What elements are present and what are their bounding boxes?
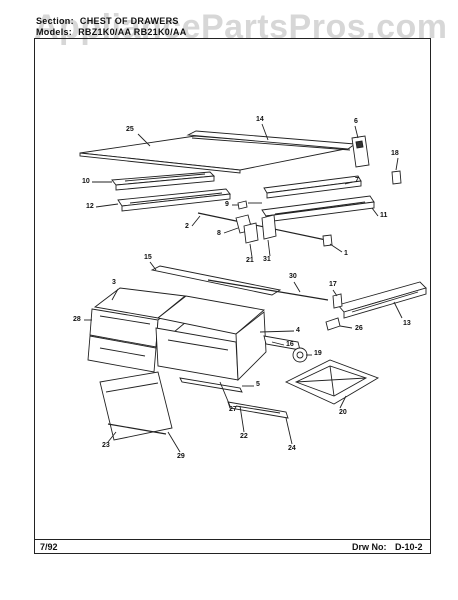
bracket-26 — [325, 317, 341, 331]
callout-26: 26 — [355, 325, 363, 332]
center-bracket-31 — [261, 214, 277, 240]
watermark: AppliancePartsPros.com — [34, 8, 448, 46]
left-drawer-lower — [87, 335, 157, 373]
callout-19: 19 — [314, 350, 322, 357]
callout-20: 20 — [339, 409, 347, 416]
center-bracket-21 — [243, 222, 259, 244]
shelf-clip — [237, 200, 248, 210]
drawer-cover — [150, 265, 282, 296]
callout-23: 23 — [102, 442, 110, 449]
glass-shelf-edge — [79, 152, 241, 174]
left-upper-rail-face — [115, 175, 215, 191]
callout-5: 5 — [256, 381, 260, 388]
drawing-label: Drw No: — [352, 542, 387, 552]
drawer-slide — [227, 401, 289, 419]
crisper-front-panel — [99, 371, 173, 441]
trim-strip — [107, 423, 167, 435]
drawer-side-rail — [263, 335, 301, 351]
callout-1: 1 — [344, 250, 348, 257]
callout-8: 8 — [217, 230, 221, 237]
callout-9: 9 — [225, 201, 229, 208]
models-label: Models: — [36, 27, 73, 37]
section-label: Section: — [36, 16, 74, 26]
callout-2: 2 — [185, 223, 189, 230]
left-lower-rail-face — [121, 193, 231, 212]
section-value: CHEST OF DRAWERS — [79, 16, 179, 26]
callout-28: 28 — [73, 316, 81, 323]
roller-19 — [292, 347, 308, 363]
callout-15: 15 — [144, 254, 152, 261]
small-clip-17 — [332, 293, 343, 309]
models-heading: Models: RBZ1K0/AA RB21K0/AA — [36, 27, 187, 37]
callout-13: 13 — [403, 320, 411, 327]
right-drawer-front — [155, 327, 239, 381]
right-drawer-side — [235, 311, 267, 382]
callout-12: 12 — [86, 203, 94, 210]
footer-drawing-number: Drw No: D-10-2 — [352, 542, 423, 552]
callout-21: 21 — [246, 257, 254, 264]
right-support-post — [351, 135, 370, 168]
section-heading: Section: CHEST OF DRAWERS — [36, 16, 179, 26]
diagram-frame — [34, 38, 431, 554]
drawer-rod — [207, 279, 329, 301]
small-clip-18 — [391, 170, 402, 185]
callout-30: 30 — [289, 273, 297, 280]
callout-22: 22 — [240, 433, 248, 440]
callout-17: 17 — [329, 281, 337, 288]
callout-16: 16 — [286, 341, 294, 348]
leader-lines — [84, 123, 403, 453]
right-drawer-top — [156, 295, 266, 335]
callout-4: 4 — [296, 327, 300, 334]
callout-11: 11 — [380, 212, 388, 219]
callout-24: 24 — [288, 445, 296, 452]
callout-14: 14 — [256, 116, 264, 123]
right-upper-rail-face — [266, 180, 362, 199]
drawing-value: D-10-2 — [395, 542, 423, 552]
footer-date: 7/92 — [40, 542, 58, 552]
callout-25: 25 — [126, 126, 134, 133]
drawer-bottom-panel — [179, 377, 243, 393]
left-drawer-top — [93, 287, 187, 319]
callout-18: 18 — [391, 150, 399, 157]
footer-rule — [34, 539, 431, 540]
divider-rod — [197, 212, 327, 241]
models-value: RBZ1K0/AA RB21K0/AA — [78, 27, 187, 37]
callout-29: 29 — [177, 453, 185, 460]
callout-6: 6 — [354, 118, 358, 125]
callout-7: 7 — [355, 177, 359, 184]
callout-10: 10 — [82, 178, 90, 185]
callout-3: 3 — [112, 279, 116, 286]
callout-31: 31 — [263, 256, 271, 263]
callout-27: 27 — [229, 406, 237, 413]
